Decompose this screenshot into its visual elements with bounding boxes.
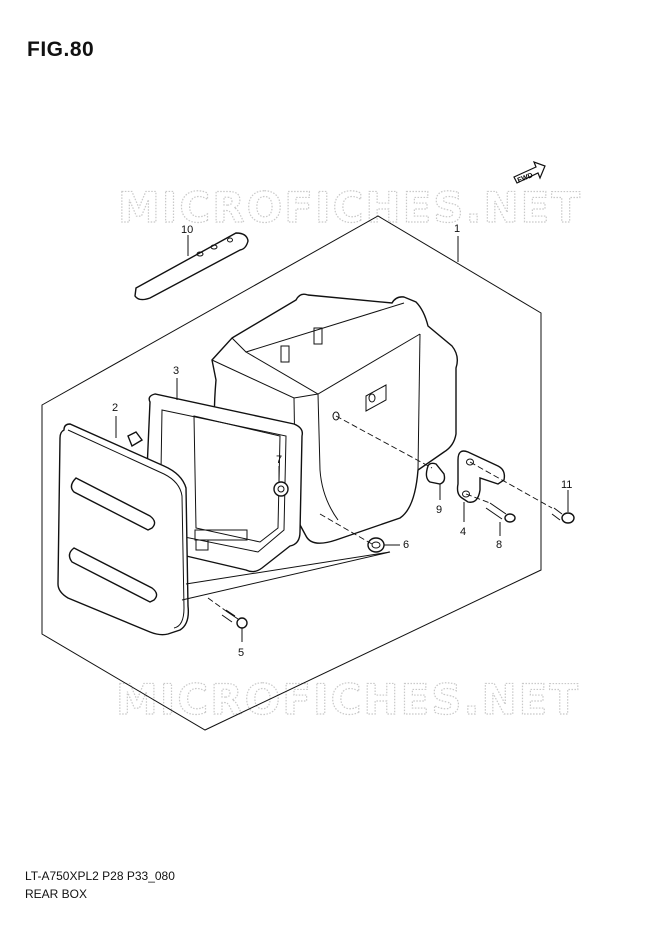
svg-text:11: 11 bbox=[561, 479, 572, 491]
callout-9: 9 bbox=[436, 484, 442, 516]
svg-text:10: 10 bbox=[181, 224, 193, 236]
callout-6: 6 bbox=[384, 539, 409, 551]
svg-text:9: 9 bbox=[436, 504, 442, 516]
grommet-part-6 bbox=[367, 537, 385, 553]
screw-part-5 bbox=[221, 609, 248, 629]
watermark-top: MICROFICHES.NET bbox=[118, 183, 582, 232]
plate-part-4 bbox=[456, 450, 506, 503]
grommet-guide-lines bbox=[181, 551, 391, 601]
callout-4: 4 bbox=[460, 502, 466, 538]
callout-1: 1 bbox=[454, 223, 460, 262]
collar-part-9 bbox=[425, 462, 446, 485]
callout-8: 8 bbox=[496, 522, 502, 551]
fwd-arrow-icon: FWD bbox=[513, 160, 546, 185]
callout-7: 7 bbox=[276, 454, 282, 482]
rear-cover-part bbox=[57, 423, 190, 636]
bolt-part-8 bbox=[485, 502, 516, 523]
callout-10: 10 bbox=[181, 224, 193, 256]
diagram-code: LT-A750XPL2 P28 P33_080 bbox=[25, 869, 175, 883]
svg-text:5: 5 bbox=[238, 647, 244, 659]
watermark-bottom: MICROFICHES.NET bbox=[116, 675, 580, 724]
alignment-lines bbox=[207, 415, 553, 612]
callout-5: 5 bbox=[238, 628, 244, 659]
callout-11: 11 bbox=[561, 479, 572, 512]
svg-text:3: 3 bbox=[173, 365, 179, 377]
svg-text:2: 2 bbox=[112, 402, 118, 414]
svg-text:7: 7 bbox=[276, 454, 282, 466]
bolt-part-11 bbox=[551, 507, 575, 524]
callout-3: 3 bbox=[173, 365, 179, 400]
assembly-outline bbox=[41, 215, 542, 731]
bracket-bar-part bbox=[134, 232, 249, 301]
figure-title: FIG.80 bbox=[27, 38, 95, 61]
callout-2: 2 bbox=[112, 402, 118, 438]
svg-text:4: 4 bbox=[460, 526, 466, 538]
diagram-name: REAR BOX bbox=[25, 887, 88, 901]
grommet-part-7 bbox=[273, 481, 289, 497]
svg-text:8: 8 bbox=[496, 539, 502, 551]
svg-text:1: 1 bbox=[454, 223, 460, 235]
svg-text:6: 6 bbox=[403, 539, 409, 551]
